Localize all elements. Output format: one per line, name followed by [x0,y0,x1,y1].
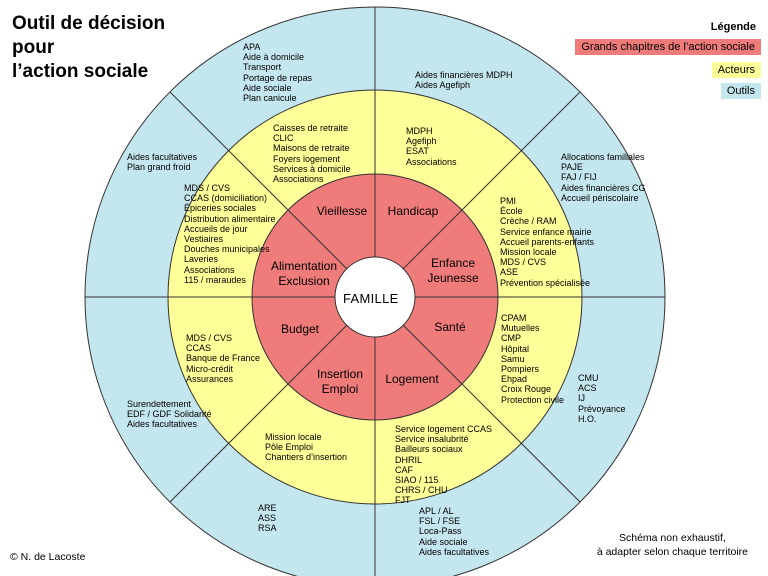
sector-budget: Budget [280,322,320,336]
legend-title: Légende [710,21,756,33]
legend-chapters: Grands chapitres de l’action sociale [575,39,761,55]
sector-sante: Santé [434,320,466,334]
center-circle [334,256,416,338]
legend-tools: Outils [720,83,761,99]
page-title: Outil de décision pour l’action sociale [12,13,166,82]
copyright: © N. de Lacoste [10,551,86,563]
legend-actors: Acteurs [711,62,761,78]
disclaimer-note: Schéma non exhaustif, à adapter selon ch… [596,532,748,558]
center-label: FAMILLE [343,291,399,306]
sector-handicap: Handicap [387,204,439,218]
sector-vieillesse: Vieillesse [316,204,368,218]
sector-logement: Logement [385,372,439,386]
